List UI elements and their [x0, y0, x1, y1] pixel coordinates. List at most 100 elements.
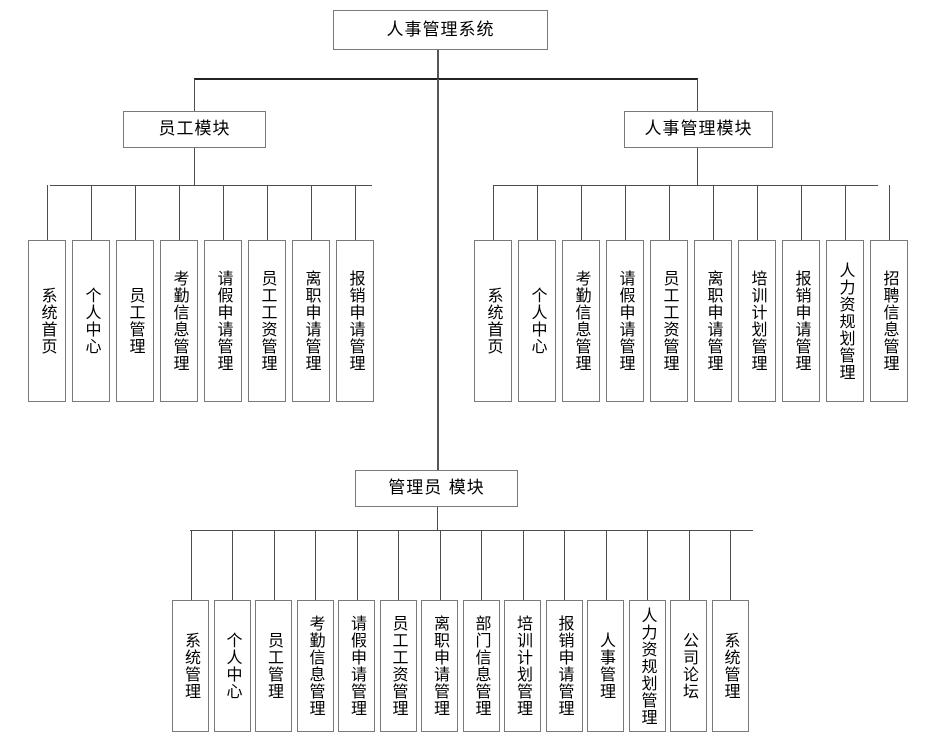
leaf-node-employee-2[interactable]: 个人中心: [72, 240, 110, 402]
leaf-node-label: 报销申请管理: [792, 270, 812, 372]
leaf-node-label: 部门信息管理: [472, 615, 492, 717]
connector-employee-down: [194, 148, 195, 185]
leaf-node-employee-3[interactable]: 员工管理: [116, 240, 154, 402]
leaf-node-label: 培训计划管理: [513, 615, 533, 717]
connector-drop-admin-14: [730, 530, 731, 600]
leaf-node-admin-10[interactable]: 报销申请管理: [545, 600, 583, 732]
connector-drop-admin-8: [481, 530, 482, 600]
leaf-node-hr-1[interactable]: 系统首页: [474, 240, 512, 402]
leaf-node-admin-9[interactable]: 培训计划管理: [504, 600, 541, 732]
leaf-node-label: 员工工资管理: [258, 270, 278, 372]
leaf-node-admin-3[interactable]: 员工管理: [255, 600, 292, 732]
module-node-admin-label: 管理员 模块: [388, 478, 485, 499]
leaf-node-label: 请假申请管理: [347, 615, 367, 717]
root-node-human-resource-system[interactable]: 人事管理系统: [333, 10, 548, 50]
connector-drop-admin-9: [523, 530, 524, 600]
connector-admin-down: [437, 507, 438, 530]
leaf-node-label: 员工管理: [264, 632, 284, 700]
leaf-node-admin-14[interactable]: 系统管理: [711, 600, 749, 732]
connector-drop-hr-7: [757, 185, 758, 240]
connector-drop-hr-10: [889, 185, 890, 240]
leaf-node-label: 考勤信息管理: [572, 270, 592, 372]
connector-drop-admin-12: [647, 530, 648, 600]
leaf-node-hr-2[interactable]: 个人中心: [518, 240, 556, 402]
leaf-node-admin-2[interactable]: 个人中心: [213, 600, 251, 732]
leaf-node-label: 离职申请管理: [302, 270, 322, 372]
leaf-node-admin-13[interactable]: 公司论坛: [670, 600, 707, 732]
connector-drop-admin-4: [315, 530, 316, 600]
connector-level1-bus: [194, 78, 698, 80]
leaf-node-employee-8[interactable]: 报销申请管理: [336, 240, 374, 402]
leaf-node-label: 离职申请管理: [704, 270, 724, 372]
module-node-admin[interactable]: 管理员 模块: [355, 470, 518, 507]
connector-drop-admin-10: [564, 530, 565, 600]
leaf-node-hr-3[interactable]: 考勤信息管理: [562, 240, 600, 402]
connector-drop-hr-4: [625, 185, 626, 240]
module-node-employee-label: 员工模块: [158, 119, 231, 140]
connector-drop-employee-7: [311, 185, 312, 240]
leaf-node-label: 系统首页: [38, 287, 58, 355]
leaf-node-label: 人事管理: [596, 632, 616, 700]
leaf-node-hr-4[interactable]: 请假申请管理: [606, 240, 644, 402]
leaf-node-employee-5[interactable]: 请假申请管理: [204, 240, 242, 402]
leaf-node-hr-6[interactable]: 离职申请管理: [694, 240, 732, 402]
leaf-node-label: 报销申请管理: [555, 615, 575, 717]
leaf-node-admin-8[interactable]: 部门信息管理: [462, 600, 500, 732]
leaf-node-label: 个人中心: [82, 287, 102, 355]
leaf-node-admin-12[interactable]: 人力资规划管理: [628, 600, 666, 732]
leaf-node-admin-5[interactable]: 请假申请管理: [338, 600, 375, 732]
leaf-node-hr-7[interactable]: 培训计划管理: [738, 240, 776, 402]
leaf-node-label: 考勤信息管理: [170, 270, 190, 372]
leaf-node-label: 人力资规划管理: [836, 261, 856, 381]
leaf-node-hr-8[interactable]: 报销申请管理: [782, 240, 820, 402]
leaf-node-employee-1[interactable]: 系统首页: [28, 240, 66, 402]
connector-hr-bus: [494, 185, 878, 186]
leaf-node-employee-4[interactable]: 考勤信息管理: [160, 240, 198, 402]
connector-drop-hr-9: [845, 185, 846, 240]
leaf-node-label: 考勤信息管理: [306, 615, 326, 717]
connector-drop-admin-11: [606, 530, 607, 600]
leaf-node-hr-9[interactable]: 人力资规划管理: [826, 240, 864, 402]
connector-drop-employee-2: [91, 185, 92, 240]
leaf-node-label: 公司论坛: [679, 632, 699, 700]
leaf-node-admin-1[interactable]: 系统管理: [172, 600, 209, 732]
leaf-node-admin-11[interactable]: 人事管理: [587, 600, 624, 732]
leaf-node-admin-6[interactable]: 员工工资管理: [379, 600, 417, 732]
connector-drop-hr-module: [697, 79, 698, 111]
connector-drop-hr-6: [713, 185, 714, 240]
leaf-node-hr-10[interactable]: 招聘信息管理: [870, 240, 908, 402]
connector-drop-hr-2: [537, 185, 538, 240]
leaf-node-hr-5[interactable]: 员工工资管理: [650, 240, 688, 402]
connector-drop-hr-1: [493, 185, 494, 240]
connector-spine-admin-module: [437, 79, 439, 470]
connector-drop-hr-8: [801, 185, 802, 240]
leaf-node-label: 人力资规划管理: [638, 606, 658, 726]
connector-admin-bus: [190, 530, 753, 531]
leaf-node-admin-4[interactable]: 考勤信息管理: [296, 600, 334, 732]
connector-drop-admin-3: [274, 530, 275, 600]
connector-drop-employee-4: [179, 185, 180, 240]
leaf-node-employee-7[interactable]: 离职申请管理: [292, 240, 330, 402]
leaf-node-label: 员工管理: [126, 287, 146, 355]
leaf-node-label: 个人中心: [223, 632, 243, 700]
leaf-node-label: 培训计划管理: [748, 270, 768, 372]
connector-employee-bus: [50, 185, 372, 186]
leaf-node-label: 请假申请管理: [214, 270, 234, 372]
connector-drop-admin-6: [398, 530, 399, 600]
leaf-node-label: 系统管理: [721, 632, 741, 700]
leaf-node-label: 离职申请管理: [430, 615, 450, 717]
connector-drop-employee-6: [267, 185, 268, 240]
module-node-hr[interactable]: 人事管理模块: [624, 111, 773, 148]
leaf-node-employee-6[interactable]: 员工工资管理: [248, 240, 286, 402]
module-node-employee[interactable]: 员工模块: [123, 111, 266, 148]
module-node-hr-label: 人事管理模块: [644, 119, 753, 140]
connector-drop-employee-3: [135, 185, 136, 240]
leaf-node-label: 员工工资管理: [389, 615, 409, 717]
connector-drop-hr-3: [581, 185, 582, 240]
connector-drop-employee-8: [355, 185, 356, 240]
connector-drop-admin-7: [440, 530, 441, 600]
leaf-node-admin-7[interactable]: 离职申请管理: [421, 600, 458, 732]
connector-drop-hr-5: [669, 185, 670, 240]
root-node-label: 人事管理系统: [386, 19, 495, 40]
